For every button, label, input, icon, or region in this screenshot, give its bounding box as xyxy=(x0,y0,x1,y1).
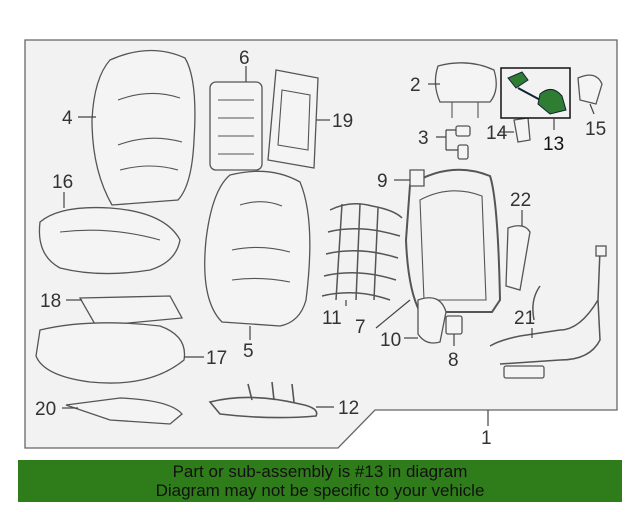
seat-back-pad xyxy=(204,170,311,327)
callout-13-box xyxy=(500,67,571,119)
callout-13: 13 xyxy=(543,134,564,155)
callout-18: 18 xyxy=(40,291,61,312)
headrest-guide xyxy=(455,125,471,160)
seat-back-frame xyxy=(404,168,502,313)
seat-cushion-cover xyxy=(35,322,186,384)
seat-cushion-shield xyxy=(65,397,183,425)
parts-diagram: 1 2 3 4 5 6 7 8 9 10 11 12 13 14 15 16 1… xyxy=(24,39,618,449)
callout-10: 10 xyxy=(380,330,401,351)
heater-pad xyxy=(267,69,319,169)
side-panel xyxy=(505,225,531,291)
callout-6: 6 xyxy=(239,48,250,69)
callout-17: 17 xyxy=(206,348,227,369)
callout-11: 11 xyxy=(322,308,342,329)
callout-20: 20 xyxy=(35,399,56,420)
seat-wires xyxy=(208,381,318,419)
clip xyxy=(409,169,425,187)
banner-line-1: Part or sub-assembly is #13 in diagram xyxy=(172,462,468,481)
banner-line-2: Diagram may not be specific to your vehi… xyxy=(155,481,485,500)
callout-9: 9 xyxy=(377,171,388,192)
wiring-harness xyxy=(489,245,607,379)
callout-8: 8 xyxy=(448,350,459,371)
callout-2: 2 xyxy=(410,75,421,96)
seat-cushion-pad xyxy=(38,206,181,275)
spring-suspension xyxy=(321,203,403,301)
recliner xyxy=(417,297,447,344)
callout-14: 14 xyxy=(486,123,508,144)
info-banner: Part or sub-assembly is #13 in diagram D… xyxy=(18,460,622,502)
handle xyxy=(577,74,603,105)
headrest xyxy=(434,62,497,118)
cushion-mat xyxy=(78,295,184,327)
callout-12: 12 xyxy=(338,398,359,419)
callout-22: 22 xyxy=(510,190,531,211)
callout-3: 3 xyxy=(418,128,429,149)
callout-16: 16 xyxy=(52,172,73,193)
callout-19: 19 xyxy=(332,111,353,132)
lumbar-pad xyxy=(209,81,263,171)
highlighted-part-13 xyxy=(507,71,567,115)
bracket xyxy=(445,315,463,335)
callout-1: 1 xyxy=(481,428,492,449)
seat-back-cover xyxy=(91,49,196,206)
callout-15: 15 xyxy=(585,119,606,140)
callout-4: 4 xyxy=(62,108,73,129)
callout-21: 21 xyxy=(514,308,535,329)
callout-7: 7 xyxy=(355,317,366,338)
callout-5: 5 xyxy=(243,341,254,362)
